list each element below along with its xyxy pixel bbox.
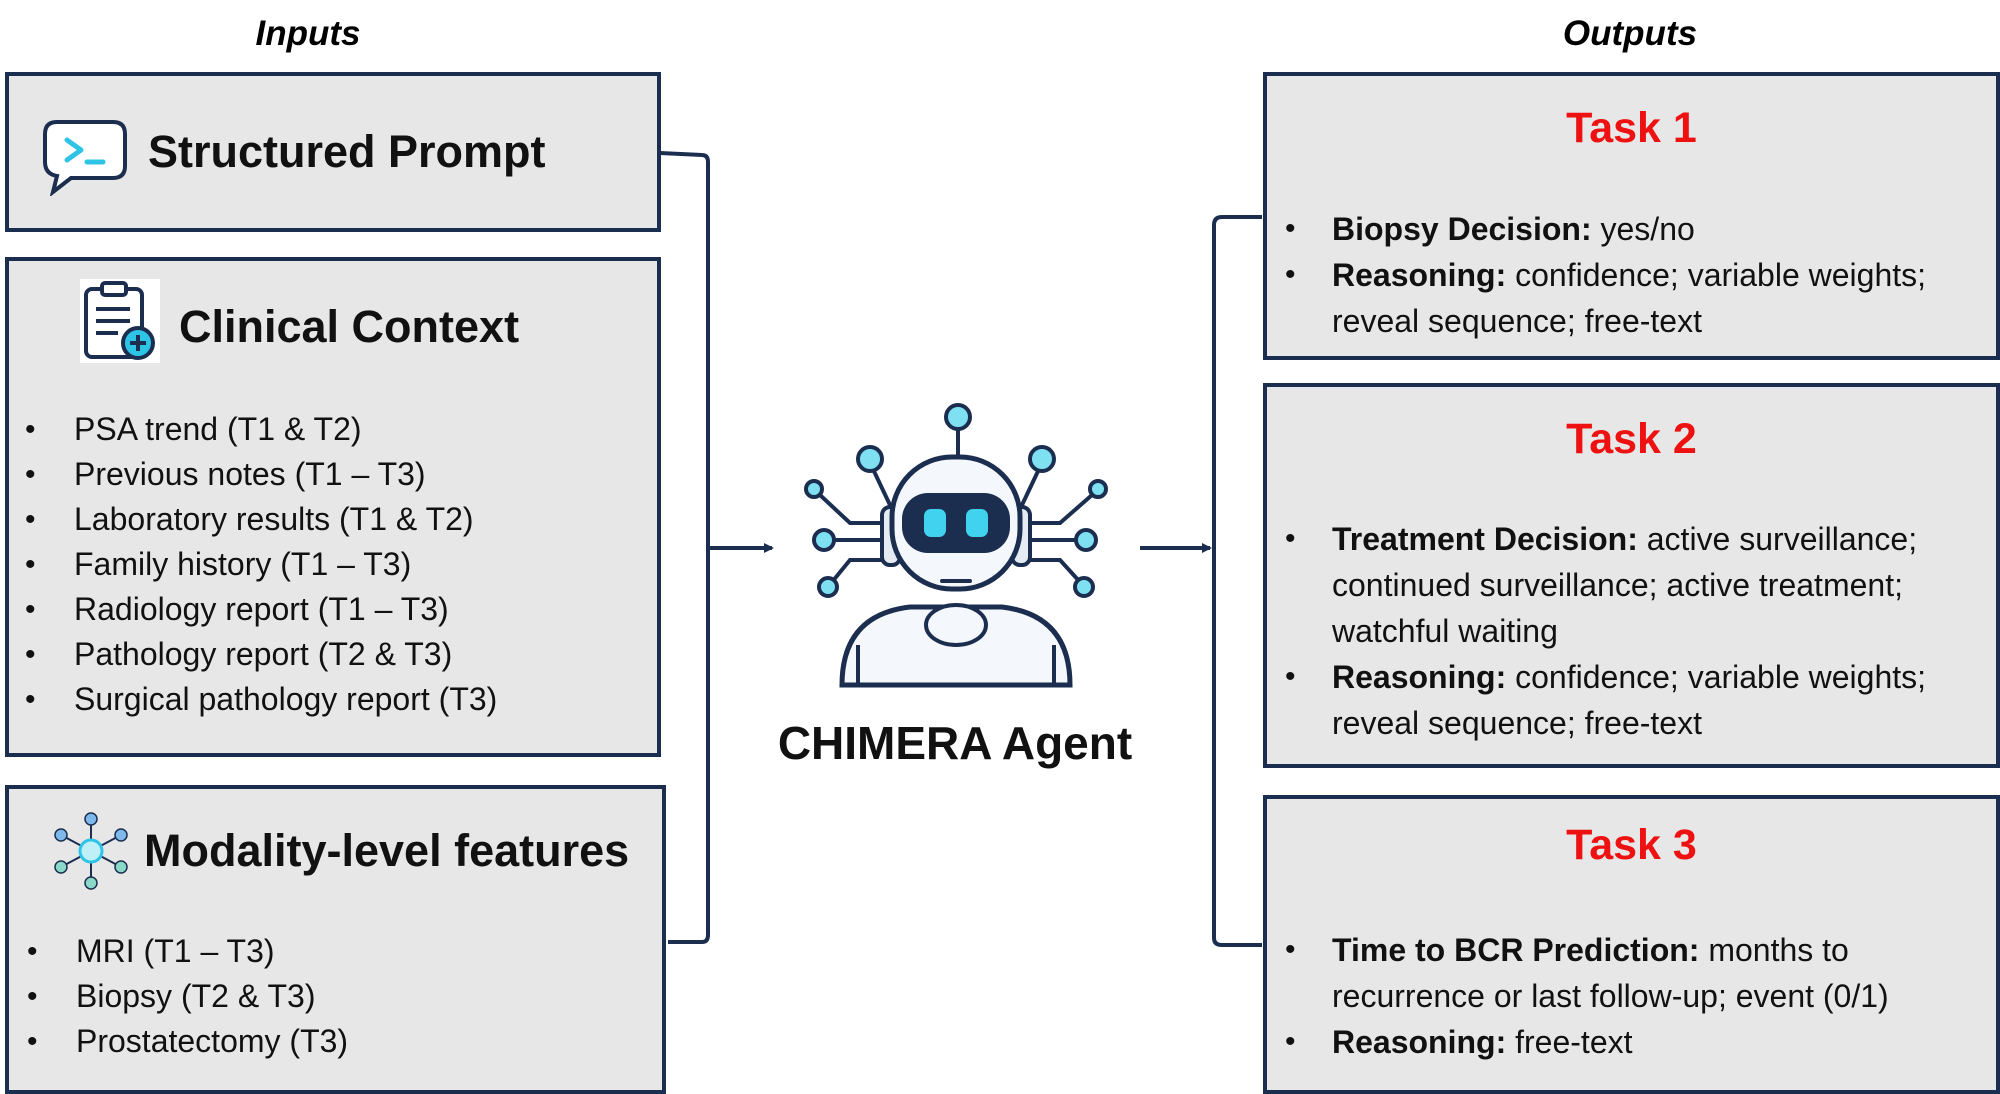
list-item: Reasoning: free-text <box>1267 1019 1996 1065</box>
list-item: PSA trend (T1 & T2) <box>9 407 497 452</box>
list-item: Radiology report (T1 – T3) <box>9 587 497 632</box>
clipboard-medical-icon <box>80 279 160 363</box>
clinical-context-list: PSA trend (T1 & T2) Previous notes (T1 –… <box>9 407 497 722</box>
list-item: Laboratory results (T1 & T2) <box>9 497 497 542</box>
task-2-list: Treatment Decision: active surveillance;… <box>1267 516 1996 746</box>
outputs-heading: Outputs <box>1562 14 1698 53</box>
list-item: MRI (T1 – T3) <box>11 929 348 974</box>
list-item: Surgical pathology report (T3) <box>9 677 497 722</box>
task-1-title: Task 1 <box>1566 104 1697 152</box>
list-item: Pathology report (T2 & T3) <box>9 632 497 677</box>
terminal-chat-icon <box>43 120 127 196</box>
structured-prompt-box: Structured Prompt <box>5 72 661 232</box>
task-1-list: Biopsy Decision: yes/no Reasoning: confi… <box>1267 206 1996 344</box>
structured-prompt-title: Structured Prompt <box>148 126 546 177</box>
task-2-title: Task 2 <box>1566 415 1697 463</box>
modality-features-title: Modality-level features <box>144 825 630 876</box>
output-bracket <box>1212 215 1262 947</box>
task-1-box: Task 1 Biopsy Decision: yes/no Reasoning… <box>1263 72 2000 360</box>
task-3-box: Task 3 Time to BCR Prediction: months to… <box>1263 795 2000 1094</box>
list-item: Prostatectomy (T3) <box>11 1019 348 1064</box>
network-nodes-icon <box>54 812 128 890</box>
modality-features-list: MRI (T1 – T3) Biopsy (T2 & T3) Prostatec… <box>11 929 348 1064</box>
clinical-context-box: Clinical Context PSA trend (T1 & T2) Pre… <box>5 257 661 757</box>
list-item: Treatment Decision: active surveillance;… <box>1267 516 1996 654</box>
task-3-title: Task 3 <box>1566 821 1697 869</box>
list-item: Biopsy (T2 & T3) <box>11 974 348 1019</box>
task-3-list: Time to BCR Prediction: months to recurr… <box>1267 927 1996 1065</box>
list-item: Reasoning: confidence; variable weights;… <box>1267 654 1996 746</box>
input-bracket <box>659 151 710 944</box>
list-item: Biopsy Decision: yes/no <box>1267 206 1996 252</box>
list-item: Time to BCR Prediction: months to recurr… <box>1267 927 1996 1019</box>
clinical-context-title: Clinical Context <box>179 301 520 352</box>
list-item: Family history (T1 – T3) <box>9 542 497 587</box>
robot-icon <box>804 403 1108 688</box>
inputs-heading: Inputs <box>255 14 361 53</box>
list-item: Reasoning: confidence; variable weights;… <box>1267 252 1996 344</box>
list-item: Previous notes (T1 – T3) <box>9 452 497 497</box>
modality-features-box: Modality-level features MRI (T1 – T3) Bi… <box>5 785 666 1094</box>
agent-label: CHIMERA Agent <box>777 717 1133 769</box>
task-2-box: Task 2 Treatment Decision: active survei… <box>1263 383 2000 768</box>
